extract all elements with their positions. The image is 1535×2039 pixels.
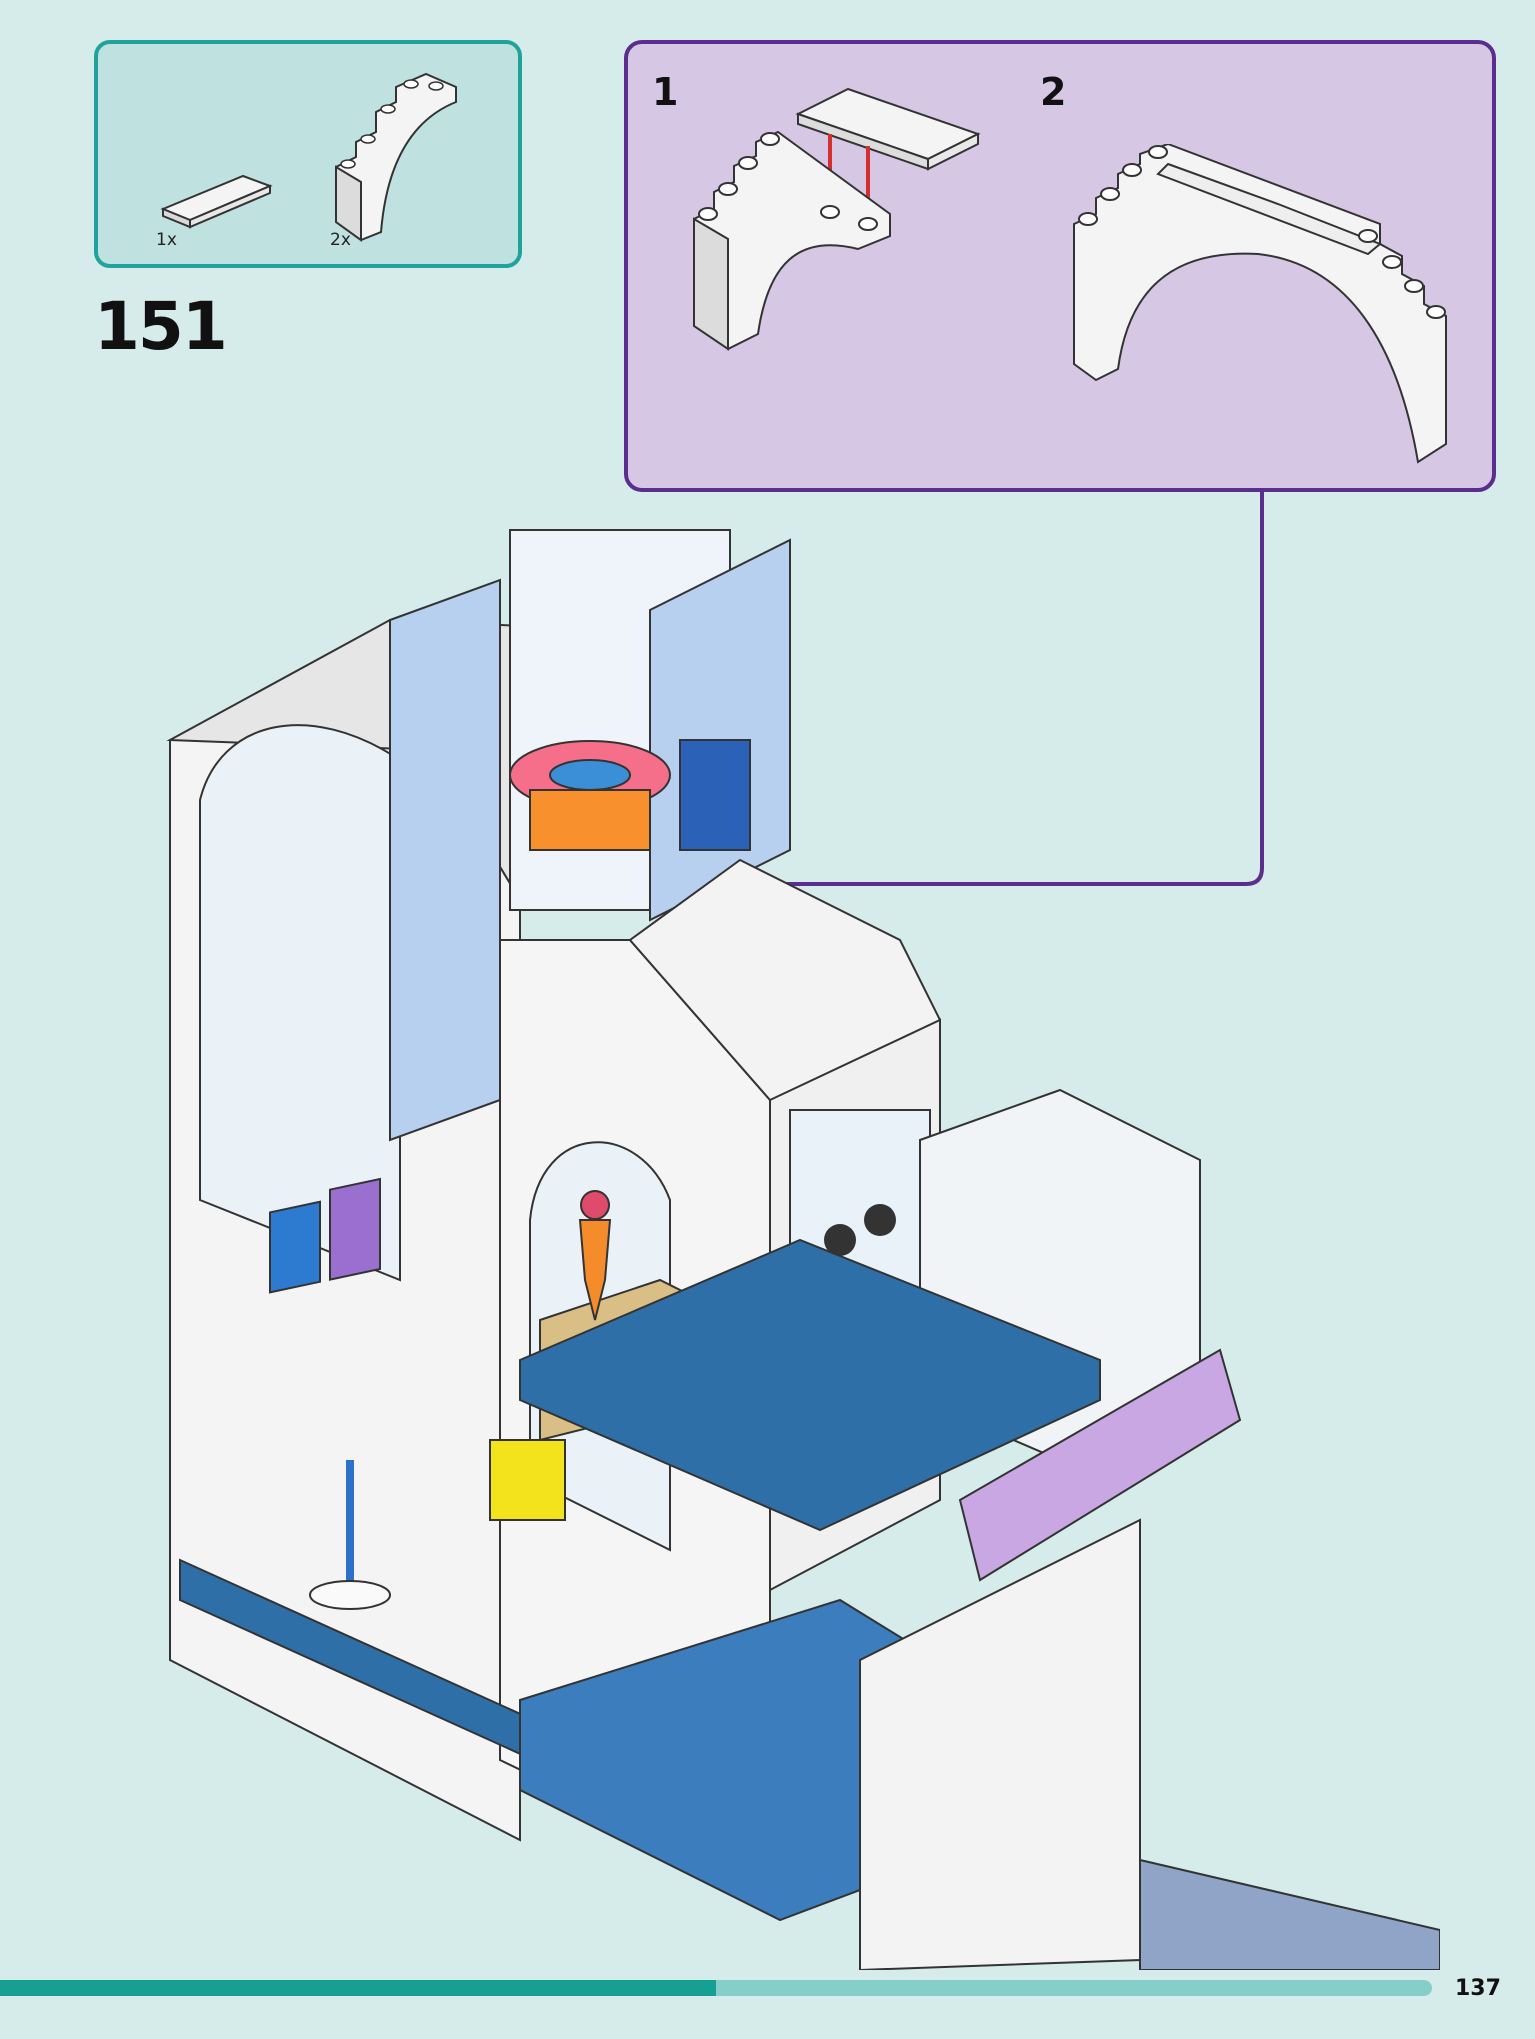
orange-round-brick (529, 789, 651, 851)
sub-step-2-illustration (1073, 144, 1447, 464)
lower-right-building (859, 1518, 1141, 1970)
part-quantity-plate: 1x (156, 230, 177, 250)
binocular-knob-right (864, 1204, 896, 1236)
binocular-knob-left (824, 1224, 856, 1256)
page-number: 137 (1455, 1976, 1501, 2001)
dark-blue-brick (679, 739, 751, 851)
progress-bar-track (0, 1980, 1432, 1996)
painting-right (329, 1177, 381, 1281)
step-number: 151 (94, 288, 228, 365)
main-model-illustration (166, 529, 1440, 1970)
light-blue-wall (389, 578, 501, 1142)
progress-bar-fill (0, 1980, 716, 1996)
sub-step-label-1: 1 (652, 70, 679, 114)
sub-step-label-2: 2 (1040, 70, 1067, 114)
painting-left (269, 1200, 321, 1294)
rose-flower (580, 1190, 610, 1220)
orange-vase (578, 1219, 612, 1321)
upper-floor-plate (519, 1238, 1101, 1532)
arch-brick-white-icon (335, 72, 457, 242)
sub-step-1-illustration (693, 87, 981, 351)
part-quantity-arch: 2x (330, 230, 351, 250)
parts-list-box: 1x 2x (94, 40, 522, 268)
street-pavement (1139, 1858, 1440, 1970)
purple-awning (958, 1348, 1242, 1582)
sub-assembly-box: 1 2 (624, 40, 1496, 492)
plate-1x4-white-icon (160, 174, 273, 229)
yellow-framed-picture (489, 1439, 566, 1521)
